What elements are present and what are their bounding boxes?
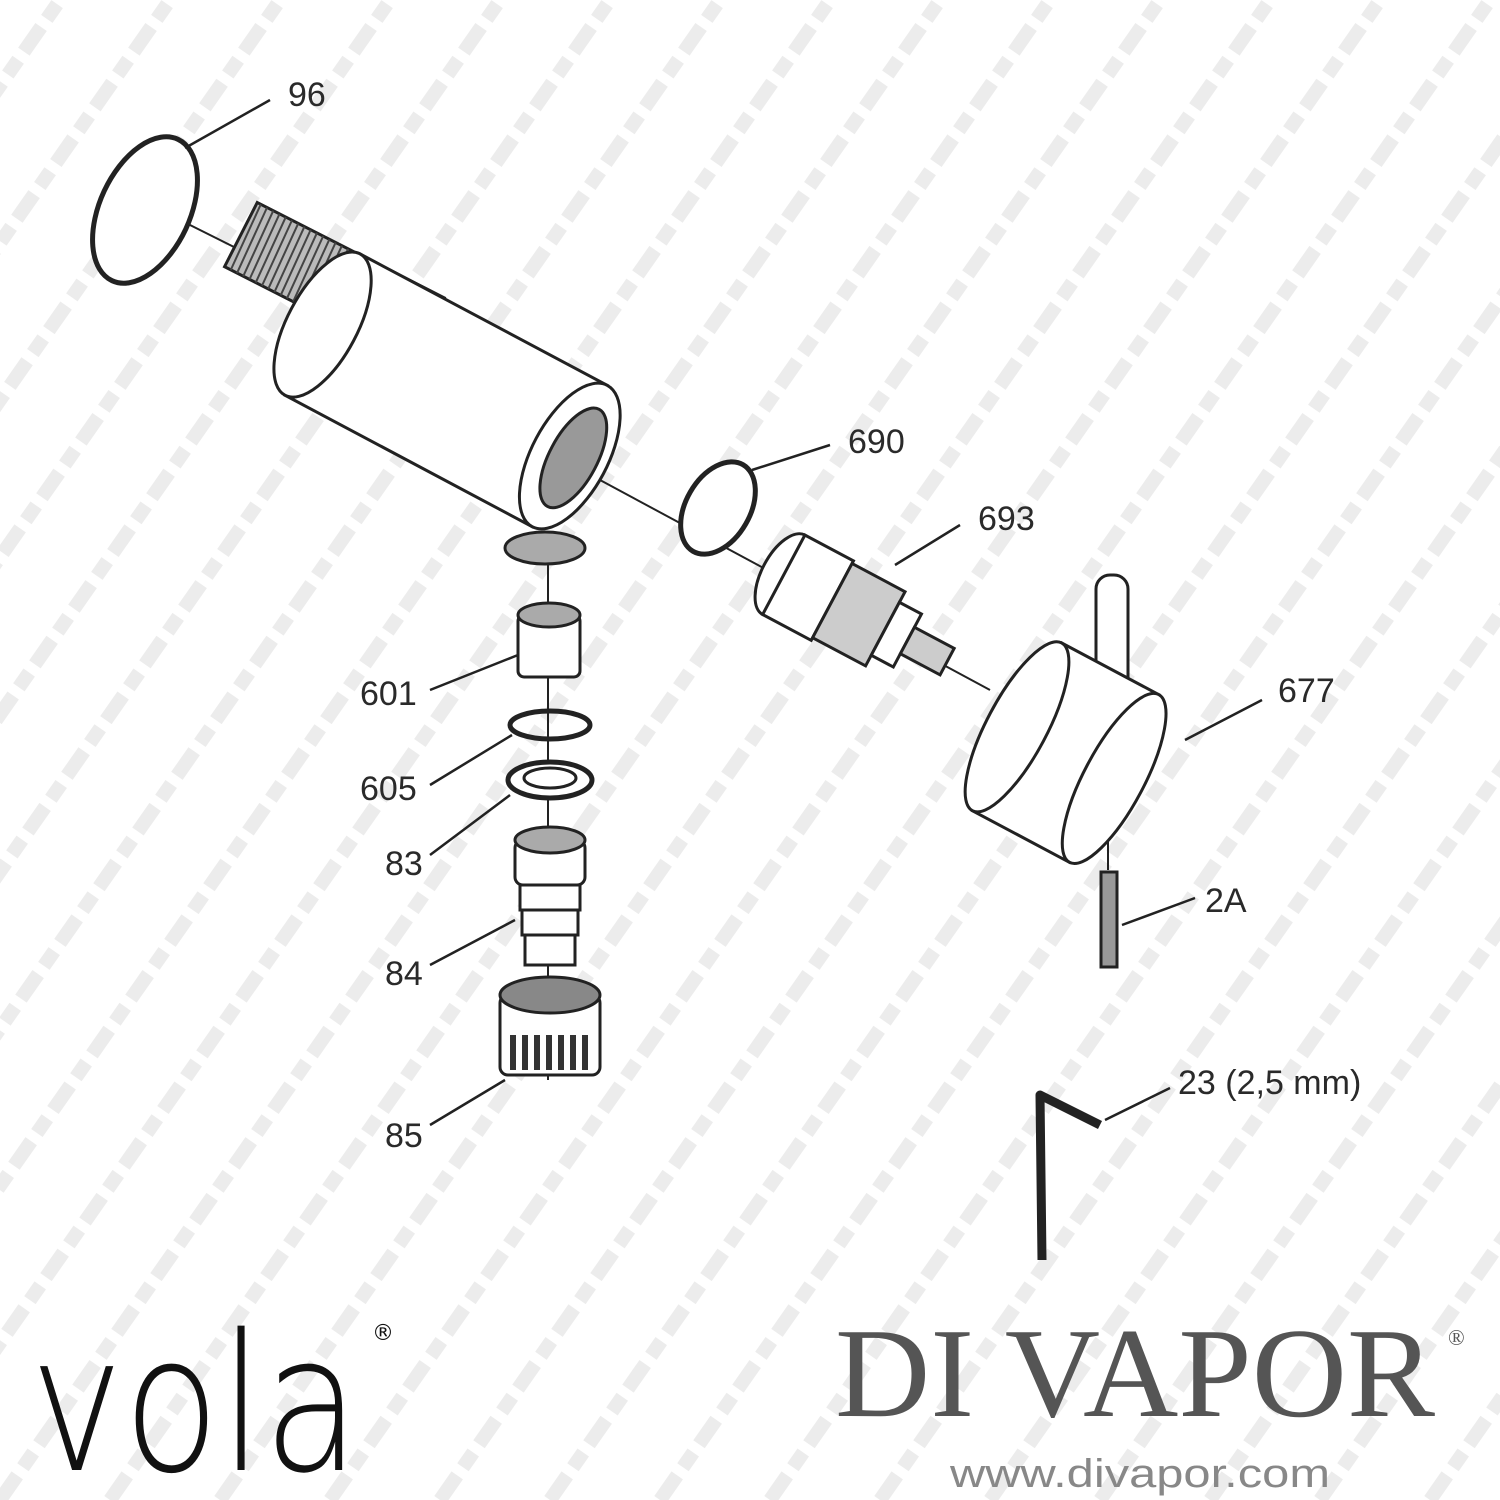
part-label-693: 693 [978, 500, 1035, 538]
watermark-band [0, 0, 396, 570]
watermark-band [0, 0, 1056, 1500]
body-spigot [503, 530, 587, 566]
valve-body [272, 250, 622, 531]
thread-line [261, 219, 293, 287]
leader-line [894, 523, 961, 567]
nut-ridge [522, 1035, 528, 1070]
part-label-601: 601 [360, 675, 417, 713]
o-ring-96 [90, 134, 200, 286]
nut-ridge [510, 1035, 516, 1070]
nut-ridge [546, 1035, 552, 1070]
vola-registered-mark: ® [372, 1321, 394, 1346]
vola-logo: vola [30, 1294, 360, 1500]
part-label-2A: 2A [1205, 882, 1247, 920]
website-link[interactable]: www.divapor.com [949, 1452, 1330, 1496]
part-601 [516, 601, 582, 679]
watermark-band [0, 0, 836, 1198]
watermark-band [0, 0, 726, 1041]
leader-line [1184, 698, 1263, 742]
washer-83 [505, 759, 595, 801]
leader-line [1121, 896, 1196, 927]
part-label-23: 23 (2,5 mm) [1178, 1064, 1361, 1102]
leader-line [429, 918, 516, 967]
divapor-registered-mark: ® [1448, 1325, 1465, 1350]
thread-line [286, 232, 318, 299]
thread-line [229, 203, 262, 271]
nut-ridge [582, 1035, 588, 1070]
watermark-band [434, 0, 1496, 1500]
thread-line [254, 216, 287, 283]
thread-line [267, 222, 300, 290]
watermark-band [0, 0, 616, 884]
watermark-band [0, 0, 946, 1356]
part-label-690: 690 [848, 423, 905, 461]
leader-line [751, 443, 831, 472]
divapor-logo: DI VAPOR [835, 1302, 1436, 1444]
thread-line [273, 226, 306, 293]
part-label-85: 85 [385, 1117, 423, 1155]
leader-line [429, 794, 511, 856]
nut-85 [498, 975, 602, 1077]
o-ring-690 [678, 459, 758, 557]
tail-84 [513, 825, 587, 967]
nut-ridge [570, 1035, 576, 1070]
leader-line [429, 1078, 506, 1127]
watermark-band [214, 0, 1276, 1500]
grub-screw-2A [1099, 870, 1119, 969]
thread-line [279, 229, 312, 296]
part-label-677: 677 [1278, 672, 1335, 710]
part-label-96: 96 [288, 76, 326, 114]
thread-line [242, 210, 275, 277]
watermark-band [324, 0, 1386, 1500]
thread-line [292, 235, 325, 303]
circlip-605 [507, 708, 593, 742]
thread-line [248, 213, 281, 280]
watermark-band [104, 0, 1166, 1500]
part-label-84: 84 [385, 955, 423, 993]
leader-line [429, 653, 519, 692]
hex-key-23 [1035, 1090, 1103, 1261]
nut-ridge [558, 1035, 564, 1070]
part-label-83: 83 [385, 845, 423, 883]
leader-line [1104, 1086, 1171, 1122]
watermark-band [1314, 1230, 1500, 1500]
watermark-band [544, 130, 1500, 1500]
nut-ridge [534, 1035, 540, 1070]
leader-line [429, 733, 513, 787]
part-label-605: 605 [360, 770, 417, 808]
handle-677 [963, 640, 1168, 866]
thread-line [236, 207, 268, 274]
cartridge-693 [753, 532, 957, 677]
leader-line [184, 98, 271, 150]
watermark-band [1424, 1387, 1500, 1500]
